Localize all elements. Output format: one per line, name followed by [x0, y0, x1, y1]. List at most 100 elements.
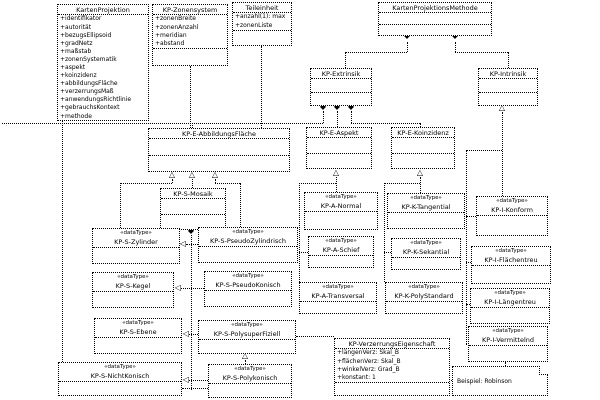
attribute: +autorität	[60, 23, 92, 31]
connector-line	[245, 360, 246, 364]
class-title: KP-K-PolyStandard	[394, 292, 454, 301]
class-kp-k-tangential: «dataType» KP-K-Tangential	[387, 193, 465, 229]
attribute: +abstand	[155, 39, 185, 47]
connector-line	[420, 177, 421, 193]
class-zonensystem: KP-Zonensystem +zonenBreite +zonenAnzahl…	[152, 4, 228, 66]
compartment	[199, 245, 297, 262]
compartment	[93, 246, 179, 263]
compartment	[479, 78, 537, 91]
connector-line	[189, 380, 208, 381]
generalization-arrow-icon: △	[416, 168, 424, 177]
open-arrowhead-icon: ◁	[179, 239, 187, 248]
class-teileinheit: Teileinheit +anzahl(1): max +zonenListe	[232, 2, 292, 46]
connector-line	[384, 183, 420, 184]
compartment	[335, 381, 449, 395]
connector-line	[296, 336, 334, 337]
connector-line	[336, 177, 337, 192]
class-title: KartenProjektionsMethode	[392, 4, 478, 12]
stereotype-label: «dataType»	[104, 364, 136, 370]
attribute: +zonenSystematik	[60, 55, 117, 63]
open-arrowhead-icon: ◁	[182, 329, 190, 338]
compartment	[161, 198, 225, 213]
connector-line	[172, 179, 173, 183]
class-title: KP-S-PseudoZylindrisch	[210, 237, 286, 246]
class-title: KP-S-PseudoKonisch	[215, 281, 281, 290]
generalization-arrow-icon: △	[211, 170, 219, 179]
stereotype-label: «dataType»	[232, 273, 264, 279]
connector-line	[240, 183, 241, 227]
note-fold-corner-icon	[539, 366, 548, 375]
compartment	[471, 306, 549, 323]
composition-diamond-icon: ◆	[333, 102, 341, 111]
compartment	[386, 300, 462, 313]
attribute: +zonenAnzahl	[155, 23, 199, 31]
compartment	[392, 137, 454, 152]
compartment	[59, 380, 181, 395]
class-kp-s-mosaik: KP-S-Mosaik	[160, 188, 226, 230]
connector-line	[502, 112, 503, 196]
class-kp-s-nichtkonisch: «dataType» KP-S-NichtKonisch	[58, 362, 182, 396]
compartment	[209, 382, 291, 397]
attribute: +maßstab	[60, 47, 92, 55]
class-kp-k-sekantial: «dataType» KP-K-Sekantial	[391, 238, 461, 270]
connector-line	[215, 183, 240, 184]
attribute: +konstant: 1	[337, 373, 376, 381]
connector-line	[191, 235, 192, 390]
stereotype-label: «dataType»	[120, 230, 152, 236]
stereotype-label: «dataType»	[325, 194, 357, 200]
class-title: KP-A-Transversal	[311, 292, 365, 301]
connector-line	[420, 123, 421, 127]
stereotype-label: «dataType»	[231, 322, 263, 328]
class-kp-a-schief: «dataType» KP-A-Schief	[308, 236, 374, 268]
class-title: KP-I-Vermittelnd	[481, 336, 535, 345]
connector-line	[186, 244, 198, 245]
attribute: +anzahl(1): max	[235, 13, 286, 21]
connector-line	[215, 179, 216, 183]
class-title: KP-S-NichtKonisch	[90, 372, 150, 381]
stereotype-label: «dataType»	[410, 240, 442, 246]
compartment	[307, 152, 371, 168]
class-kp-k-polystandard: «dataType» KP-K-PolyStandard	[385, 282, 463, 314]
class-title: KP-I-Längentreu	[484, 298, 536, 307]
class-kp-verzerrungseigenschaft: KP-VerzerrungsEigenschaft +längenVerz: S…	[334, 338, 450, 396]
note-text: Beispiel: Robinson	[457, 377, 512, 385]
class-title: KP-E-Koinzidenz	[397, 129, 449, 137]
connector-line	[466, 304, 470, 305]
connector-line	[455, 52, 508, 53]
class-kp-i-konform: «dataType» KP-I-Konform	[476, 196, 548, 236]
connector-line	[181, 288, 204, 289]
compartment	[233, 29, 291, 45]
attribute-list: +längenVerz: Skal_B +flächenVerz: Skal_B…	[335, 348, 449, 381]
compartment	[300, 300, 376, 313]
compartment	[199, 338, 295, 353]
class-title: KP-E-Aspekt	[319, 129, 359, 137]
class-title: KP-Zonensystem	[162, 6, 218, 14]
connector-line	[351, 111, 352, 123]
compartment	[149, 154, 289, 171]
connector-line	[192, 179, 193, 188]
compartment	[472, 264, 550, 283]
connector-line	[407, 42, 408, 52]
attribute: +methode	[60, 112, 92, 120]
class-kp-extrinsik: KP-Extrinsik	[310, 68, 372, 106]
compartment	[95, 336, 181, 353]
class-kp-s-pseudozylindrisch: «dataType» KP-S-PseudoZylindrisch	[198, 227, 298, 263]
stereotype-label: «dataType»	[494, 290, 526, 296]
generalization-arrow-icon: △	[332, 168, 340, 177]
class-kp-i-laengentreu: «dataType» KP-I-Längentreu	[470, 288, 550, 324]
connector-line	[345, 52, 346, 68]
class-title: KP-K-Sekantial	[402, 248, 450, 257]
class-title: KP-S-Zylinder	[114, 238, 158, 247]
stereotype-label: «dataType»	[234, 366, 266, 372]
stereotype-label: «dataType»	[232, 229, 264, 235]
class-title: KP-I-Flächentreu	[484, 256, 538, 265]
class-kp-a-transversal: «dataType» KP-A-Transversal	[299, 282, 377, 314]
connector-line	[466, 344, 469, 345]
connector-line	[299, 183, 336, 184]
attribute: +meridian	[155, 31, 187, 39]
class-title: KP-S-Kegel	[115, 282, 151, 291]
connector-line	[384, 183, 385, 282]
connector-line	[189, 334, 198, 335]
stereotype-label: «dataType»	[322, 284, 354, 290]
compartment	[305, 210, 377, 229]
